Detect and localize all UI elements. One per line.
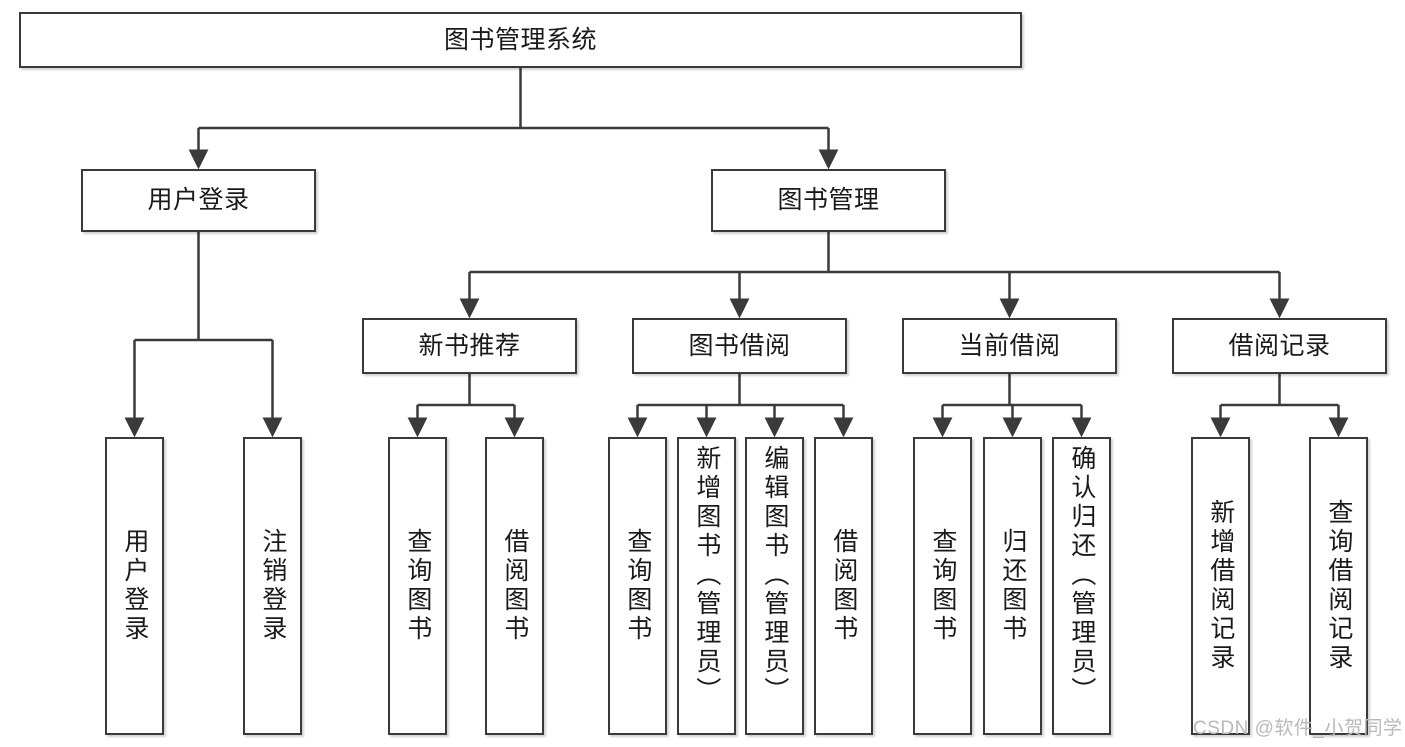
node-current-borrow-label: 当前借阅	[958, 331, 1061, 360]
node-leaf-add-record[interactable]: 新增借阅记录	[1191, 437, 1250, 735]
node-leaf-borrow-book-label: 借阅图书	[829, 528, 858, 644]
node-leaf-edit-book[interactable]: 编辑图书（管理员）	[745, 437, 804, 735]
node-leaf-query-book-borrow-label: 查询图书	[623, 528, 652, 644]
node-leaf-add-book[interactable]: 新增图书（管理员）	[677, 437, 736, 735]
node-leaf-edit-book-label: 编辑图书（管理员）	[760, 445, 789, 706]
node-leaf-logout-label: 注销登录	[258, 528, 287, 644]
node-current-borrow[interactable]: 当前借阅	[902, 318, 1117, 374]
node-leaf-add-book-label: 新增图书（管理员）	[692, 445, 721, 706]
node-book-borrow-label: 图书借阅	[688, 331, 791, 360]
node-leaf-user-login-label: 用户登录	[120, 528, 149, 644]
node-book-manage-label: 图书管理	[777, 186, 880, 215]
node-leaf-query-book-cur-label: 查询图书	[928, 528, 957, 644]
node-leaf-add-record-label: 新增借阅记录	[1206, 499, 1235, 673]
node-leaf-return-book-label: 归还图书	[998, 528, 1027, 644]
node-user-login[interactable]: 用户登录	[81, 169, 316, 232]
node-book-borrow[interactable]: 图书借阅	[632, 318, 847, 374]
node-user-login-label: 用户登录	[147, 186, 250, 215]
node-leaf-borrow-book[interactable]: 借阅图书	[814, 437, 873, 735]
node-leaf-query-book-cur[interactable]: 查询图书	[913, 437, 972, 735]
node-root[interactable]: 图书管理系统	[19, 12, 1022, 68]
node-leaf-confirm-return-label: 确认归还（管理员）	[1067, 445, 1096, 706]
node-leaf-user-login[interactable]: 用户登录	[105, 437, 164, 735]
node-leaf-confirm-return[interactable]: 确认归还（管理员）	[1052, 437, 1111, 735]
node-leaf-query-book-rec[interactable]: 查询图书	[388, 437, 447, 735]
node-new-book-rec[interactable]: 新书推荐	[362, 318, 577, 374]
node-leaf-query-book-rec-label: 查询图书	[403, 528, 432, 644]
node-root-label: 图书管理系统	[443, 25, 597, 54]
node-leaf-query-book-borrow[interactable]: 查询图书	[608, 437, 667, 735]
watermark: CSDN @软件_小贺同学	[1193, 718, 1403, 739]
node-new-book-rec-label: 新书推荐	[418, 331, 521, 360]
node-borrow-record-label: 借阅记录	[1228, 331, 1331, 360]
node-leaf-borrow-book-rec-label: 借阅图书	[500, 528, 529, 644]
node-leaf-logout[interactable]: 注销登录	[243, 437, 302, 735]
node-leaf-return-book[interactable]: 归还图书	[983, 437, 1042, 735]
node-leaf-query-record[interactable]: 查询借阅记录	[1309, 437, 1368, 735]
node-leaf-borrow-book-rec[interactable]: 借阅图书	[485, 437, 544, 735]
node-borrow-record[interactable]: 借阅记录	[1172, 318, 1387, 374]
node-leaf-query-record-label: 查询借阅记录	[1324, 499, 1353, 673]
node-book-manage[interactable]: 图书管理	[711, 169, 946, 232]
